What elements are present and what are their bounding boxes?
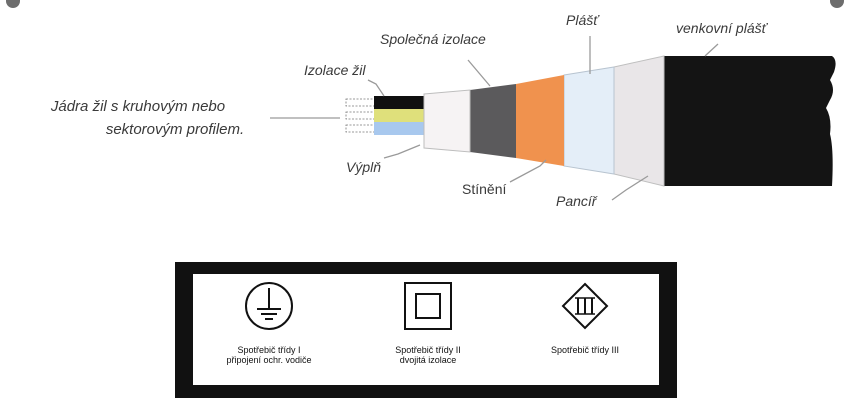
label-common-insulation: Společná izolace xyxy=(380,31,486,47)
caption-class-ii-line2: dvojitá izolace xyxy=(399,355,457,365)
corner-mark-left xyxy=(6,0,20,8)
symbol-class-i: Spotřebič třídy I připojení ochr. vodiče xyxy=(199,274,339,385)
label-outer-sheath: venkovní plášť xyxy=(676,20,769,36)
label-core-insulation: Izolace žil xyxy=(304,62,366,78)
symbol-class-iii: Spotřebič třídy III xyxy=(515,274,655,385)
caption-class-iii-line1: Spotřebič třídy III xyxy=(550,345,620,355)
caption-class-i-line2: připojení ochr. vodiče xyxy=(226,355,312,365)
protective-earth-icon xyxy=(245,282,293,330)
appliance-class-symbols-panel: Spotřebič třídy I připojení ochr. vodiče… xyxy=(175,262,677,398)
label-sheath: Plášť xyxy=(566,12,600,28)
layer-sheath xyxy=(563,66,615,175)
label-filler: Výplň xyxy=(346,159,381,175)
cable-cross-section-diagram: Jádra žil s kruhovým nebo sektorovým pro… xyxy=(50,12,836,209)
class-iii-icon xyxy=(561,282,609,330)
symbols-panel-inner: Spotřebič třídy I připojení ochr. vodiče… xyxy=(193,274,659,385)
caption-class-ii-line1: Spotřebič třídy II xyxy=(395,345,461,355)
layer-armour xyxy=(613,55,665,187)
label-shield: Stínění xyxy=(462,181,506,197)
double-insulation-icon xyxy=(404,282,452,330)
layer-shield xyxy=(516,75,564,166)
label-cores-line1: Jádra žil s kruhovým nebo xyxy=(50,98,225,115)
label-cores-line2: sektorovým profilem. xyxy=(106,121,244,138)
layer-filler xyxy=(423,89,471,153)
symbol-class-ii: Spotřebič třídy II dvojitá izolace xyxy=(358,274,498,385)
label-armour: Pancíř xyxy=(556,193,598,209)
layer-outer-sheath xyxy=(664,56,836,186)
caption-class-i-line1: Spotřebič třídy I xyxy=(237,345,301,355)
layer-common-insulation xyxy=(470,84,516,158)
corner-mark-right xyxy=(830,0,844,8)
core-insulation-yellow xyxy=(374,109,424,122)
core-insulation-blue xyxy=(374,122,424,135)
leader-lines xyxy=(270,36,719,201)
core-insulation-black xyxy=(374,96,424,109)
